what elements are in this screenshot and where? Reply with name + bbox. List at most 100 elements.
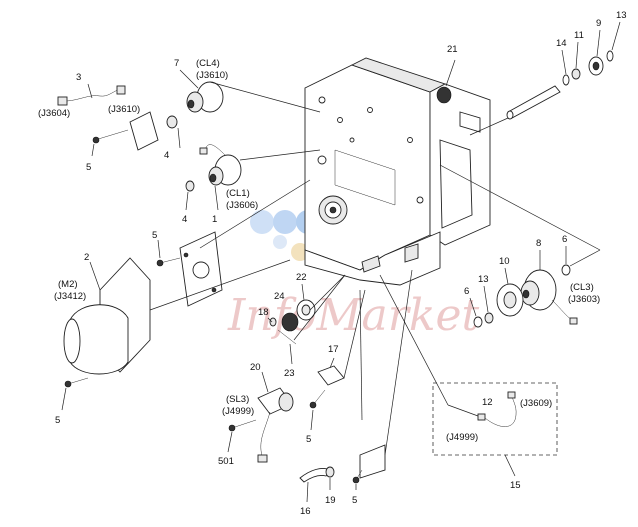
part-21-gear (436, 86, 452, 104)
solenoid-coil (278, 392, 294, 412)
clutch-cl3-connector (569, 317, 578, 325)
part-24-gear (281, 312, 299, 332)
leader-14 (561, 49, 567, 75)
leader-11 (575, 41, 579, 69)
label-7: 7 (174, 58, 179, 69)
label-5-bottom: 5 (306, 434, 311, 445)
main-drive-frame (304, 57, 491, 286)
label-5-top: 5 (86, 162, 91, 173)
solenoid-connector (257, 454, 268, 463)
label-cl3: (CL3) (570, 282, 594, 293)
clutch-cl4-shaft (187, 99, 195, 109)
frame-inner-panel (439, 139, 473, 229)
leader-frame (447, 404, 479, 417)
label-5-mid: 5 (152, 230, 157, 241)
kit-15-wire (484, 394, 517, 427)
label-cl4: (CL4) (196, 58, 220, 69)
label-sl3: (SL3) (226, 394, 249, 405)
label-j4999-kit: (J4999) (446, 432, 478, 443)
leader-16 (306, 481, 309, 503)
label-5-left: 5 (55, 415, 60, 426)
callout-labels: 3 (J3604) (J3610) 7 (CL4) (J3610) 4 5 4 … (38, 10, 627, 517)
part-10-pulley-hub (503, 291, 517, 309)
label-24: 24 (274, 291, 285, 302)
motor-bracket (156, 231, 223, 307)
screw-5-head (352, 476, 360, 484)
label-22: 22 (296, 272, 307, 283)
motor-m2-endcap (63, 318, 81, 364)
leader-frame (359, 289, 363, 421)
label-j3609: (J3609) (520, 398, 552, 409)
label-m2: (M2) (58, 279, 78, 290)
part-13-e-ring (484, 312, 494, 324)
leader-frame (569, 249, 601, 267)
leader-frame (469, 117, 509, 136)
solenoid-sl3 (228, 387, 294, 463)
shaft-end (506, 110, 514, 120)
leader-frame (379, 274, 449, 406)
frame-bracket (459, 111, 481, 133)
leader-frame (199, 179, 311, 249)
label-17: 17 (328, 344, 339, 355)
label-19: 19 (325, 495, 336, 506)
leader-22 (301, 283, 305, 301)
label-13-mid: 13 (478, 274, 489, 285)
label-12: 12 (482, 397, 493, 408)
gear-set (269, 299, 316, 345)
part-23-spring (277, 329, 297, 345)
part-17-bracket (309, 365, 345, 409)
label-j3610-left: (J3610) (108, 104, 140, 115)
label-15: 15 (510, 480, 521, 491)
cable-wire (66, 89, 119, 102)
leader-3 (87, 83, 93, 99)
label-20: 20 (250, 362, 261, 373)
label-4-top: 4 (164, 150, 169, 161)
leader-5 (61, 387, 67, 411)
label-10: 10 (499, 256, 510, 267)
clutch-cl1 (185, 144, 242, 192)
part-6-ring (561, 264, 571, 276)
watermark-text: InfoMarket (227, 290, 480, 341)
leader-17 (329, 357, 335, 369)
label-14: 14 (556, 38, 567, 49)
connector-j3604 (57, 96, 68, 106)
motor-bracket-hole (192, 261, 210, 279)
bracket-screw-hole (183, 252, 189, 258)
solenoid-wire (260, 411, 271, 457)
frame-hole (317, 155, 327, 165)
leader-2 (89, 261, 101, 291)
screw-5-head (92, 136, 100, 144)
leader-20 (261, 371, 269, 393)
label-5-lower: 5 (352, 495, 357, 506)
screw-5-shaft (94, 129, 129, 141)
leader-lines (61, 21, 621, 503)
label-6-left: 6 (464, 286, 469, 297)
part-19-bushing (325, 466, 335, 478)
part-22-gear-hub (301, 304, 311, 316)
label-cl1: (CL1) (226, 188, 250, 199)
frame-window (334, 149, 396, 206)
part-17-body (317, 365, 345, 386)
screw-5-head (64, 380, 72, 388)
part-6-ring (473, 316, 483, 328)
clutch-cl1-connector (199, 147, 208, 155)
frame-hole (416, 196, 424, 204)
clutch-cl1-shaft (209, 173, 217, 183)
leader-21 (445, 59, 456, 87)
label-501: 501 (218, 456, 234, 467)
leader-13 (483, 285, 489, 313)
lower-bracket (359, 444, 386, 479)
label-6-right: 6 (562, 234, 567, 245)
leader-23 (289, 343, 293, 365)
leader-5 (91, 143, 95, 157)
leader-5 (310, 409, 314, 431)
part-4-bushing (185, 180, 195, 192)
connector-j3609 (507, 391, 516, 399)
part-9-gear-hub (592, 61, 600, 71)
label-j3604: (J3604) (38, 108, 70, 119)
motor-m2-body (69, 304, 129, 375)
bracket-plate (129, 111, 159, 151)
leader-9 (596, 29, 601, 57)
leader-frame (239, 149, 321, 161)
